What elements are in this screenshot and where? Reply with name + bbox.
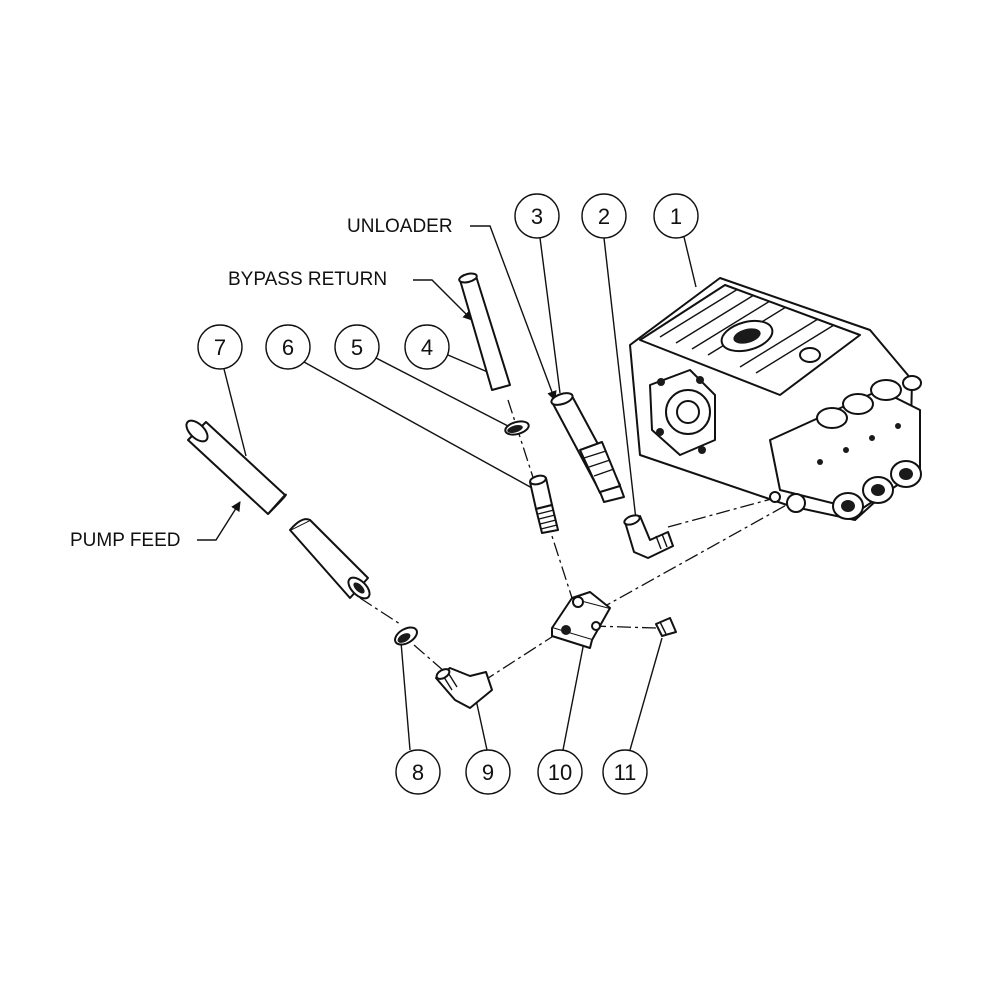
callout-3-number: 3 bbox=[531, 204, 543, 229]
unloader-part-3 bbox=[550, 392, 625, 503]
bypass-return-label: BYPASS RETURN bbox=[228, 269, 387, 290]
callout-1-number: 1 bbox=[670, 204, 682, 229]
bypass-return-hose bbox=[458, 272, 511, 391]
unloader-leader bbox=[470, 225, 557, 401]
hose-clamp-8 bbox=[394, 626, 418, 646]
unloader-label-group: UNLOADER bbox=[347, 216, 557, 401]
callout-2: 2 bbox=[581, 193, 637, 521]
pump-assembly-1 bbox=[629, 277, 922, 521]
callout-4: 4 bbox=[404, 324, 491, 374]
callout-2-number: 2 bbox=[598, 204, 610, 229]
plug-11 bbox=[655, 617, 677, 637]
callout-11: 11 bbox=[602, 637, 663, 795]
callout-9-number: 9 bbox=[482, 760, 494, 785]
callout-7: 7 bbox=[197, 324, 247, 457]
callout-8-number: 8 bbox=[412, 760, 424, 785]
callout-10-number: 10 bbox=[548, 760, 572, 785]
callout-8: 8 bbox=[395, 641, 441, 795]
callout-9: 9 bbox=[465, 694, 511, 795]
callout-3: 3 bbox=[514, 193, 561, 394]
inlet-elbow-9 bbox=[435, 667, 493, 709]
callout-7-number: 7 bbox=[214, 335, 226, 360]
pump-feed-label-group: PUMP FEED bbox=[70, 501, 241, 551]
callout-6-number: 6 bbox=[282, 335, 294, 360]
unloader-label: UNLOADER bbox=[347, 216, 453, 237]
callout-11-number: 11 bbox=[614, 760, 637, 785]
callout-1: 1 bbox=[653, 193, 699, 288]
pump-feed-label: PUMP FEED bbox=[70, 530, 181, 551]
callout-10: 10 bbox=[537, 641, 585, 795]
callout-5-number: 5 bbox=[351, 335, 363, 360]
bypass-return-leader bbox=[413, 279, 473, 321]
hose-barb-6 bbox=[529, 474, 559, 534]
tee-block-10 bbox=[551, 591, 611, 649]
callout-6: 6 bbox=[265, 324, 533, 489]
pump-feed-leader bbox=[197, 501, 241, 541]
elbow-fitting-2 bbox=[623, 514, 674, 559]
hose-clamp-5 bbox=[504, 420, 530, 436]
bypass-return-label-group: BYPASS RETURN bbox=[228, 269, 473, 321]
pump-feed-hose bbox=[185, 419, 371, 600]
callout-5: 5 bbox=[334, 324, 509, 427]
callout-4-number: 4 bbox=[421, 335, 433, 360]
